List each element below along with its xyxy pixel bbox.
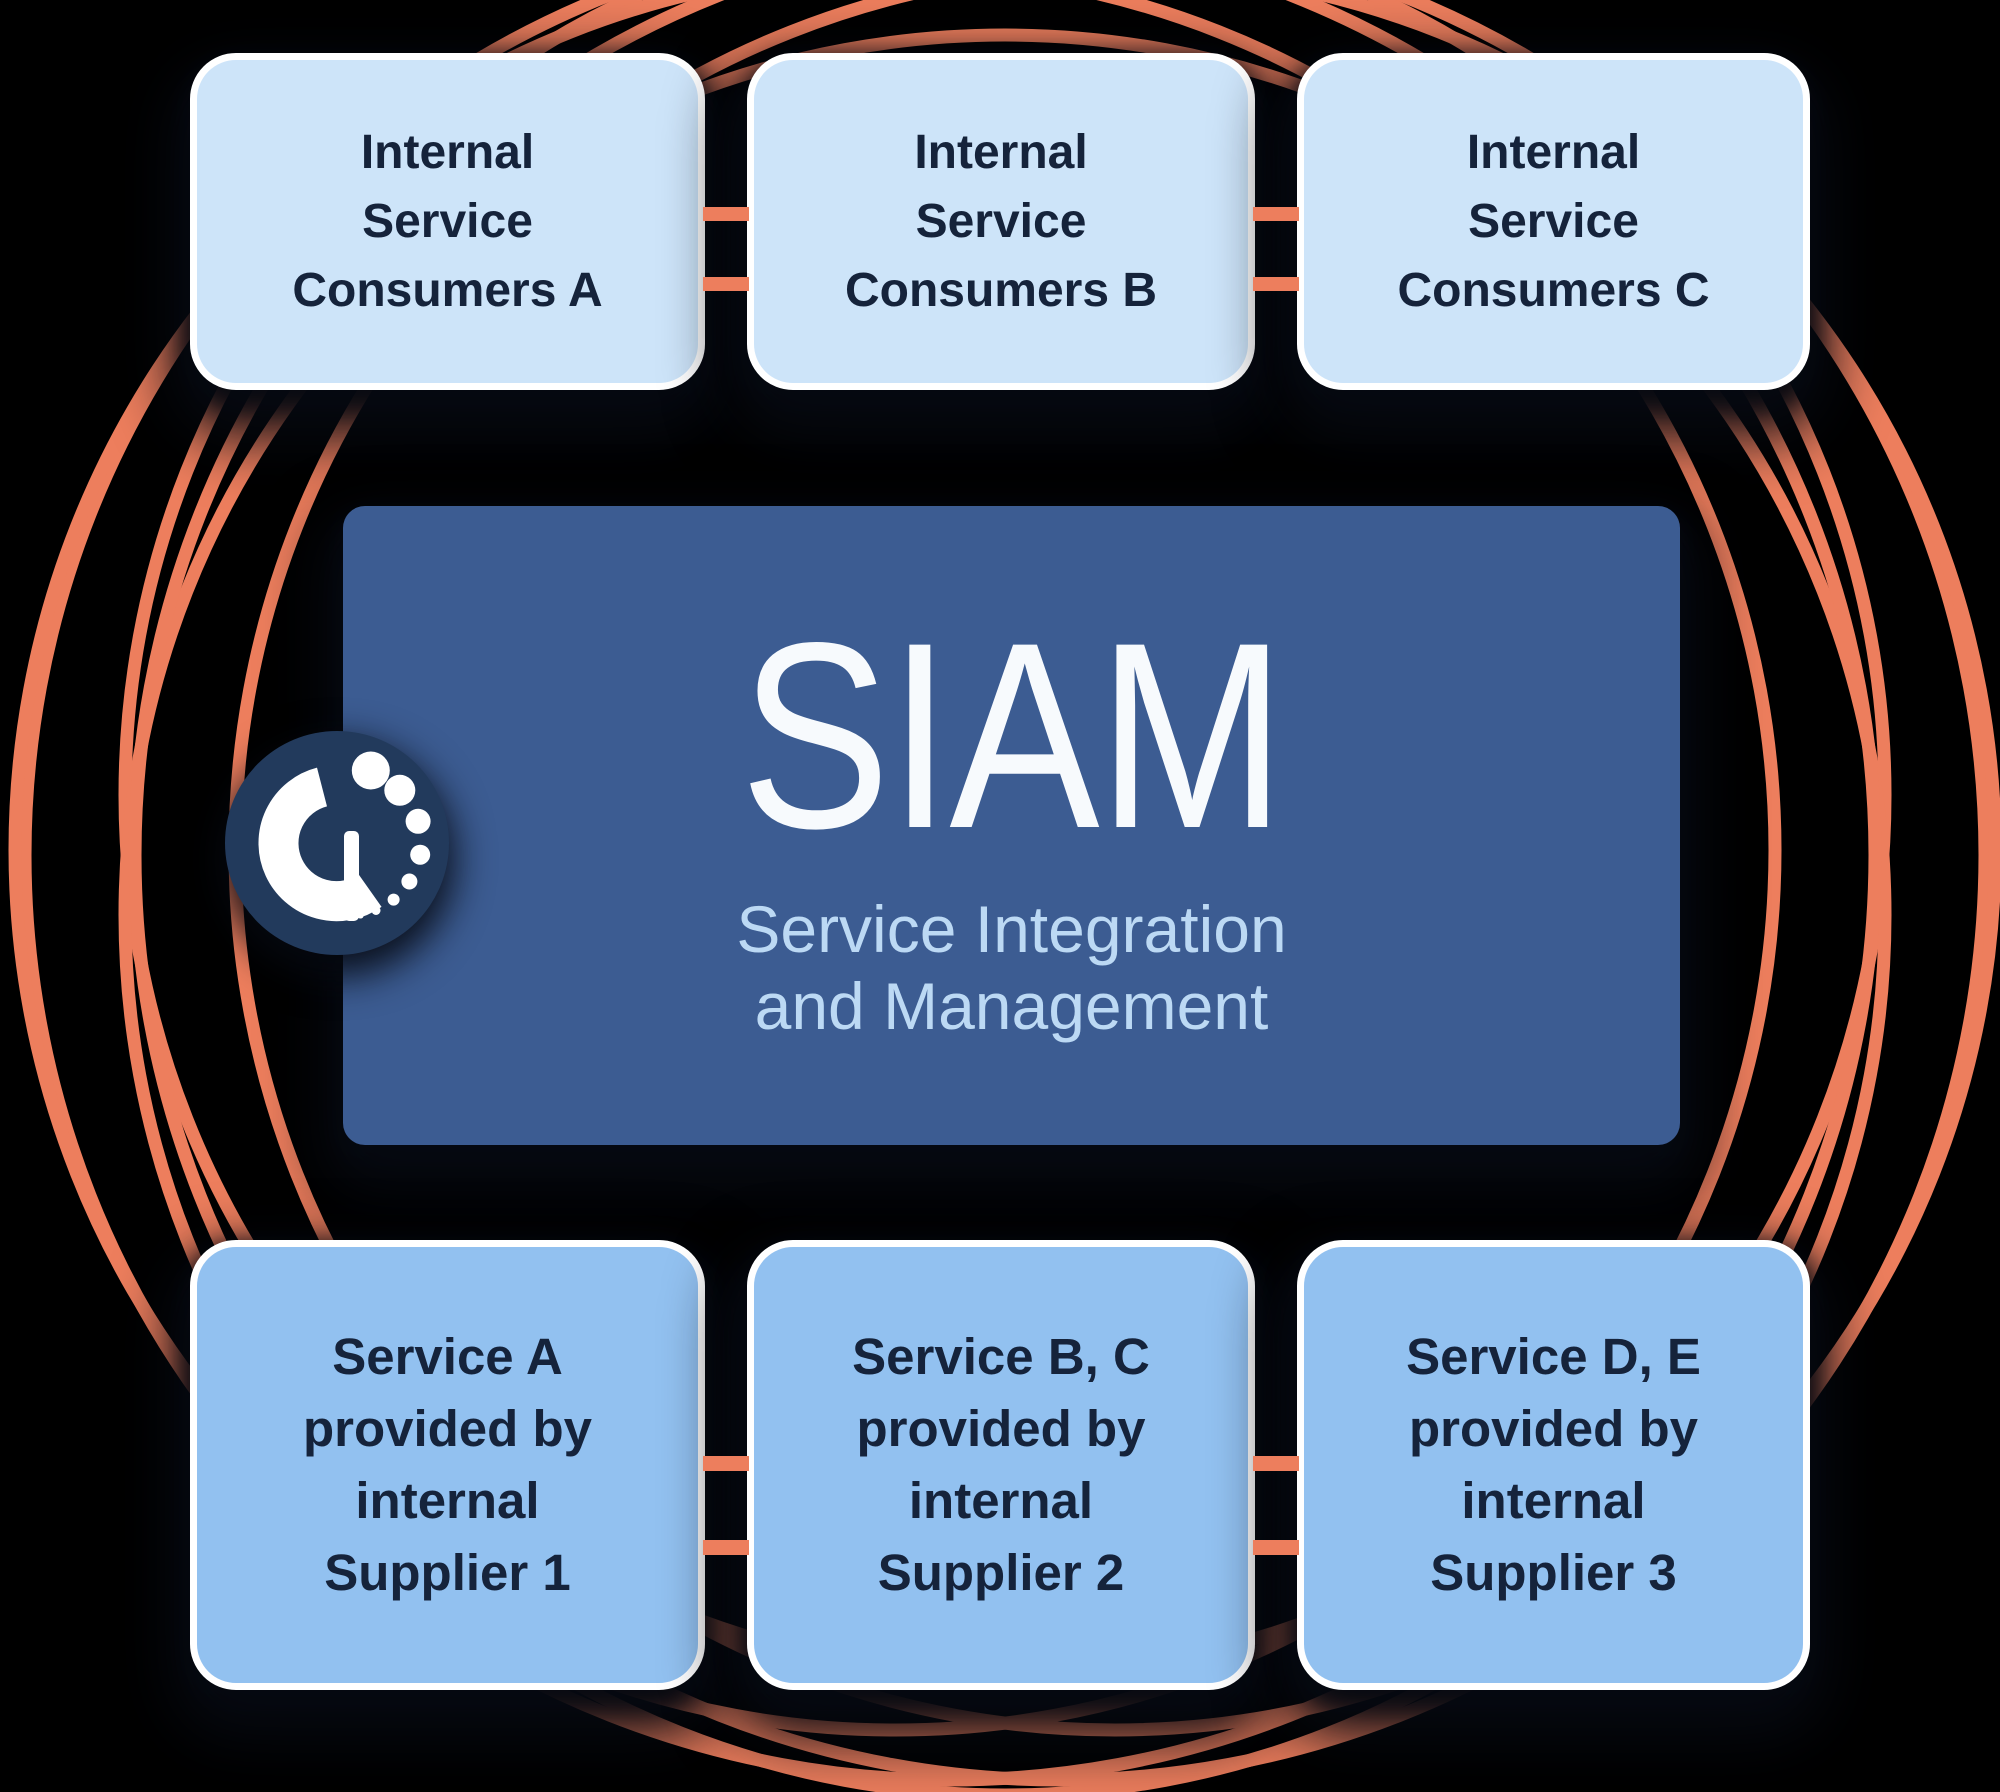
siam-panel: SIAM Service Integration and Management — [343, 506, 1680, 1145]
orbit-arc — [8, 0, 1782, 1737]
supplier-box-2-line4: Supplier 2 — [877, 1544, 1125, 1601]
supplier-box-1: Service A provided by internal Supplier … — [190, 1240, 705, 1690]
consumer-box-b-line1: Internal — [914, 126, 1088, 179]
consumer-box-c-line3: Consumers C — [1397, 264, 1710, 317]
connector-bar — [1253, 1540, 1299, 1555]
consumer-box-b: Internal Service Consumers B — [747, 53, 1255, 390]
orbit-arc — [18, 0, 1882, 1787]
consumer-box-a: Internal Service Consumers A — [190, 53, 705, 390]
siam-logo-badge — [225, 731, 449, 955]
supplier-box-3: Service D, E provided by internal Suppli… — [1297, 1240, 1810, 1690]
consumer-box-a-line1: Internal — [360, 126, 535, 179]
consumer-box-b-line3: Consumers B — [844, 264, 1158, 317]
connector-bar — [703, 1456, 749, 1471]
connector-bar — [703, 277, 749, 291]
siam-spiral-icon — [258, 751, 431, 922]
siam-subtitle-line2: and Management — [754, 969, 1269, 1043]
consumer-box-a-line3: Consumers A — [292, 264, 603, 317]
supplier-box-1-line3: internal — [355, 1472, 540, 1529]
connector-bar — [1253, 277, 1299, 291]
supplier-box-3-line2: provided by — [1408, 1400, 1699, 1457]
supplier-box-2: Service B, C provided by internal Suppli… — [747, 1240, 1255, 1690]
supplier-box-2-line1: Service B, C — [852, 1328, 1150, 1385]
siam-subtitle-line1: Service Integration — [736, 892, 1287, 966]
supplier-box-2-line2: provided by — [856, 1400, 1146, 1457]
consumer-box-c-line2: Service — [1468, 195, 1639, 248]
connector-bar — [1253, 207, 1299, 221]
orbit-arc — [118, 28, 1892, 1792]
supplier-box-3-line4: Supplier 3 — [1430, 1544, 1677, 1601]
connector-bar — [703, 207, 749, 221]
consumer-box-c-line1: Internal — [1466, 126, 1641, 179]
connector-bar — [1253, 1456, 1299, 1471]
supplier-box-3-line3: internal — [1461, 1472, 1646, 1529]
supplier-box-1-line1: Service A — [332, 1328, 563, 1385]
supplier-box-1-line2: provided by — [302, 1400, 593, 1457]
consumer-box-c: Internal Service Consumers C — [1297, 53, 1810, 390]
supplier-box-2-line3: internal — [908, 1472, 1094, 1529]
supplier-box-1-line4: Supplier 1 — [324, 1544, 571, 1601]
consumer-box-b-line2: Service — [915, 195, 1087, 248]
orbit-arc — [128, 0, 1992, 1787]
consumer-box-a-line2: Service — [362, 195, 533, 248]
siam-title: SIAM — [739, 588, 1286, 884]
supplier-box-3-line1: Service D, E — [1406, 1328, 1701, 1385]
connector-bar — [703, 1540, 749, 1555]
siam-subtitle: Service Integration and Management — [736, 891, 1286, 1045]
